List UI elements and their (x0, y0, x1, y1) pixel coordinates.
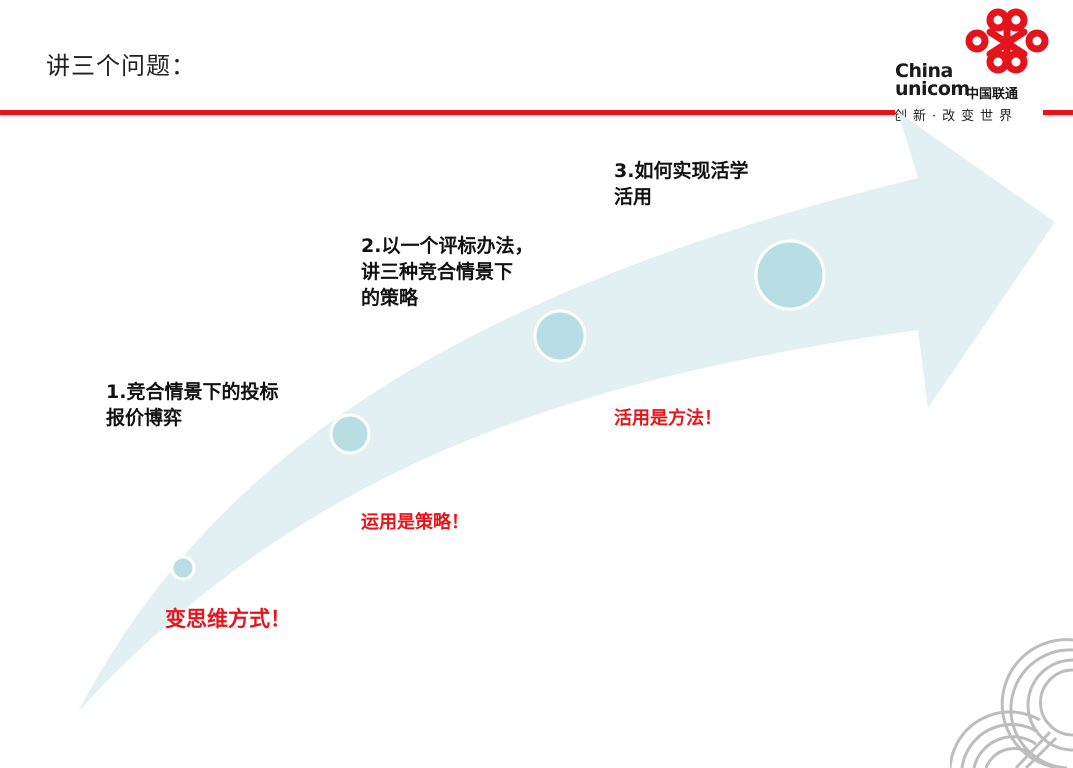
tagline-1: 变思维方式！ (165, 607, 291, 631)
milestone-circle-3 (533, 309, 587, 363)
unicom-knot-icon (965, 8, 1049, 74)
step-3-line-2: 活用 (614, 186, 653, 208)
milestone-circle-4 (754, 239, 826, 311)
china-unicom-logo: China unicom 中国联通 创新·改变世界 (890, 6, 1050, 126)
step-1-line-2: 报价博弈 (106, 407, 183, 429)
step-1-line-1: 1.竞合情景下的投标 (106, 381, 279, 403)
step-2-line-3: 的策略 (361, 287, 419, 309)
corner-decoration-arcs-icon (950, 638, 1073, 768)
milestone-circle-2 (329, 413, 371, 455)
header-rule-right (1043, 110, 1073, 115)
step-1-text: 1.竞合情景下的投标 报价博弈 (106, 379, 278, 431)
step-2-line-2: 讲三种竞合情景下 (361, 261, 514, 283)
logo-slogan: 创新·改变世界 (894, 109, 1019, 124)
logo-text-unicom: unicom (895, 78, 970, 100)
header-rule-left (0, 110, 895, 115)
slide-title: 讲三个问题： (46, 52, 196, 80)
logo-text-china: China (895, 60, 953, 82)
tagline-2: 运用是策略！ (361, 512, 469, 533)
step-3-text: 3.如何实现活学 活用 (614, 158, 748, 210)
logo-text-cn: 中国联通 (966, 87, 1019, 102)
step-2-text: 2.以一个评标办法， 讲三种竞合情景下 的策略 (361, 233, 533, 311)
milestone-circle-1 (170, 555, 196, 581)
step-2-line-1: 2.以一个评标办法， (361, 235, 534, 257)
tagline-3: 活用是方法！ (614, 408, 722, 429)
step-3-line-1: 3.如何实现活学 (614, 160, 749, 182)
